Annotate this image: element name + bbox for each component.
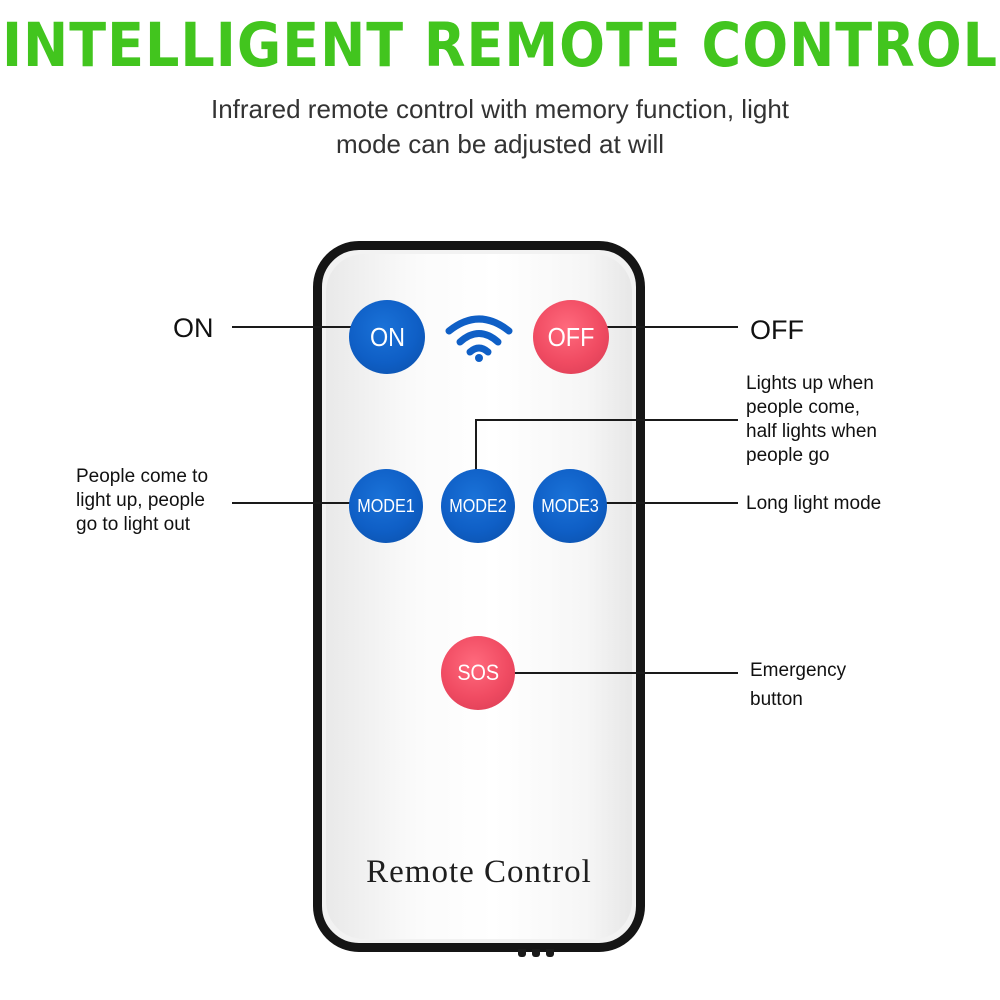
remote-bottom-notch [518,949,526,957]
callout-off: OFF [750,315,804,345]
callout-sos: Emergency button [750,656,846,714]
leader-line-on [232,326,392,328]
mode1-button[interactable]: MODE1 [349,469,423,543]
on-button-label: ON [369,321,405,352]
remote-bottom-notch [532,949,540,957]
sos-button-label: SOS [457,660,499,685]
off-button-label: OFF [547,321,595,352]
wifi-signal-icon [445,315,513,362]
mode2-button-label: MODE2 [449,495,507,516]
sos-button[interactable]: SOS [441,636,515,710]
remote-label: Remote Control [366,854,592,890]
callout-mode2-line: half lights when [746,421,877,442]
callout-on: ON [173,313,214,343]
mode2-button[interactable]: MODE2 [441,469,515,543]
leader-line-mode2-vertical [475,419,477,489]
leader-line-mode3 [570,502,738,504]
callout-mode2: Lights up when people come, half lights … [746,372,877,468]
subtitle-line-1: Infrared remote control with memory func… [210,94,790,124]
callout-sos-line: Emergency [750,660,847,681]
page-subtitle: Infrared remote control with memory func… [150,92,850,162]
leader-line-sos [478,672,738,674]
callout-mode2-line: Lights up when [746,373,874,394]
subtitle-line-2: mode can be adjusted at will [335,129,665,159]
leader-line-mode1 [232,502,392,504]
page-title: INTELLIGENT REMOTE CONTROL [1,10,999,81]
callout-mode1-line: People come to [76,466,209,487]
callout-mode2-line: people come, [746,397,861,418]
callout-mode2-line: people go [746,445,830,466]
leader-line-off [570,326,738,328]
callout-mode1-line: go to light out [76,514,191,535]
leader-line-mode2-horizontal [475,419,738,421]
on-button[interactable]: ON [349,300,425,374]
remote-bottom-notch [546,949,554,957]
callout-mode1-line: light up, people [76,490,205,511]
callout-mode1: People come to light up, people go to li… [76,465,208,537]
callout-mode3: Long light mode [746,493,882,514]
off-button[interactable]: OFF [533,300,609,374]
mode3-button[interactable]: MODE3 [533,469,607,543]
mode1-button-label: MODE1 [357,495,415,516]
mode3-button-label: MODE3 [541,495,599,516]
callout-sos-line: button [750,689,803,710]
